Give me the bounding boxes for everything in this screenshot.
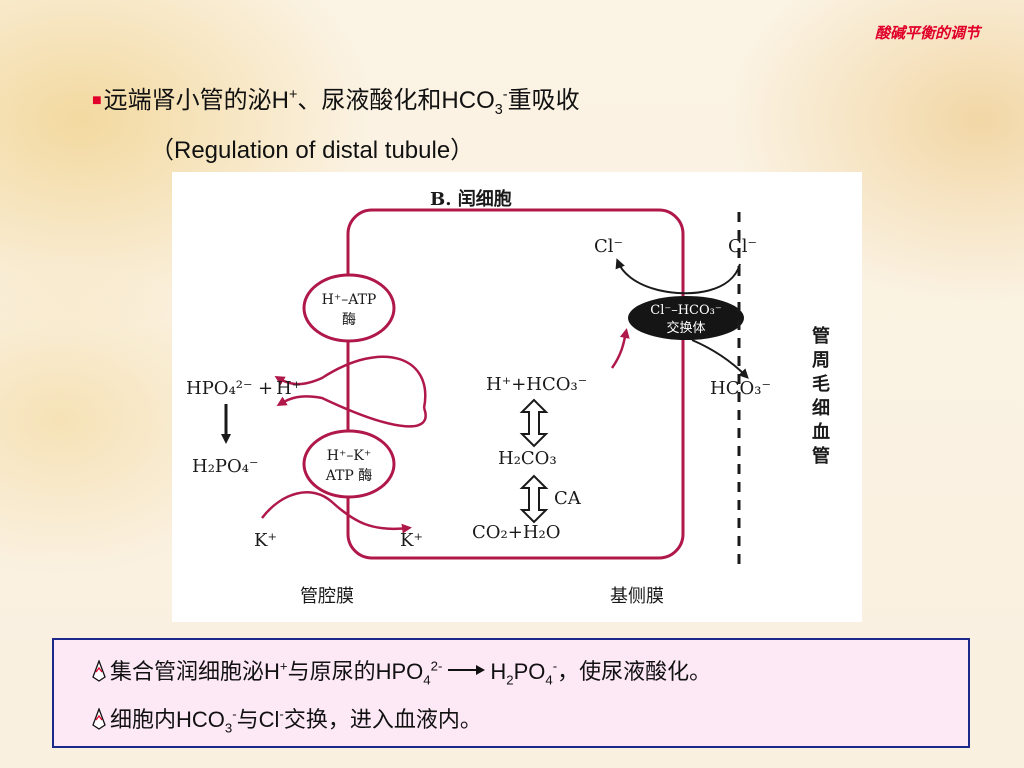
k-left-label: K⁺ <box>254 530 277 551</box>
h-plus-label: H⁺ <box>276 378 301 399</box>
h-hco3-label: H⁺+HCO₃⁻ <box>486 374 587 395</box>
summary-note-box: 集合管润细胞泌H+与原尿的HPO42-H2PO4-，使尿液酸化。 细胞内HCO3… <box>52 638 970 748</box>
cl-hco3-exchanger <box>628 296 744 340</box>
cell-label: B. 闰细胞 <box>430 188 512 210</box>
title-text-pre: 远端肾小管的泌H <box>103 87 290 114</box>
exchanger-label-line1: Cl⁻–HCO₃⁻ <box>650 303 721 318</box>
cl-inside-label: Cl⁻ <box>594 236 623 257</box>
note-line-1: 集合管润细胞泌H+与原尿的HPO42-H2PO4-，使尿液酸化。 <box>90 654 711 687</box>
title-text-post: 重吸收 <box>507 87 580 114</box>
hpo4-label: HPO₄²⁻ <box>186 378 253 399</box>
h-atpase-pump <box>302 273 396 343</box>
k-right-label: K⁺ <box>400 530 423 551</box>
co2-h2o-label: CO₂+H₂O <box>472 522 561 543</box>
svg-text:管: 管 <box>812 325 830 347</box>
title-text-mid: 、尿液酸化和HCO <box>297 87 495 114</box>
svg-text:管: 管 <box>812 445 830 467</box>
svg-text:细: 细 <box>812 397 830 419</box>
hco3-efflux-arrow <box>691 339 749 379</box>
svg-text:血: 血 <box>812 421 830 443</box>
h2co3-label: H₂CO₃ <box>498 448 557 469</box>
cl-outside-label: Cl⁻ <box>728 236 757 257</box>
h-secretion-arrow-1 <box>274 355 427 409</box>
basolateral-membrane-label: 基侧膜 <box>610 586 664 607</box>
plus-sign: + <box>258 378 273 399</box>
pen-icon <box>92 708 106 730</box>
svg-text:周: 周 <box>812 350 830 371</box>
equilibrium-arrow-2 <box>519 474 549 524</box>
cell-outline <box>346 208 685 560</box>
distal-tubule-diagram: B. 闰细胞 H⁺–ATP 酶 H⁺–K⁺ ATP 酶 HPO₄²⁻ + H⁺ … <box>172 172 862 622</box>
k-absorption-arrow-left <box>261 491 412 534</box>
page-title: ■远端肾小管的泌H+、尿液酸化和HCO3-重吸收 <box>92 80 580 118</box>
page-subtitle: （Regulation of distal tubule） <box>150 137 475 164</box>
equilibrium-arrow-1 <box>519 398 549 448</box>
exchanger-label-line2: 交换体 <box>666 320 705 336</box>
pen-icon <box>92 660 106 682</box>
hco3-to-exchanger-arrow <box>610 328 630 369</box>
corner-title: 酸碱平衡的调节 <box>874 24 980 42</box>
title-sub-3: 3 <box>494 101 503 118</box>
pump1-label-line2: 酶 <box>342 312 356 328</box>
title-sup-minus: - <box>502 87 508 103</box>
h-k-atpase-pump <box>302 429 396 499</box>
pump2-label-line1: H⁺–K⁺ <box>327 448 371 464</box>
pump2-label-line2: ATP 酶 <box>325 468 373 484</box>
cl-influx-arrow <box>615 258 741 295</box>
h-secretion-arrow-2 <box>276 395 427 428</box>
pump1-label-line1: H⁺–ATP <box>322 292 377 308</box>
ca-label: CA <box>554 488 582 509</box>
right-arrow-icon <box>448 665 486 675</box>
svg-text:毛: 毛 <box>812 373 830 395</box>
luminal-membrane-label: 管腔膜 <box>300 586 354 607</box>
h2po4-label: H₂PO₄⁻ <box>192 456 259 477</box>
bullet-icon: ■ <box>92 92 102 109</box>
hco3-outside-label: HCO₃⁻ <box>710 378 771 399</box>
capillary-label: 管 周 毛 细 血 管 <box>812 325 830 467</box>
note-line-2: 细胞内HCO3-与Cl-交换，进入血液内。 <box>90 702 482 735</box>
title-sup-plus: + <box>289 87 298 103</box>
